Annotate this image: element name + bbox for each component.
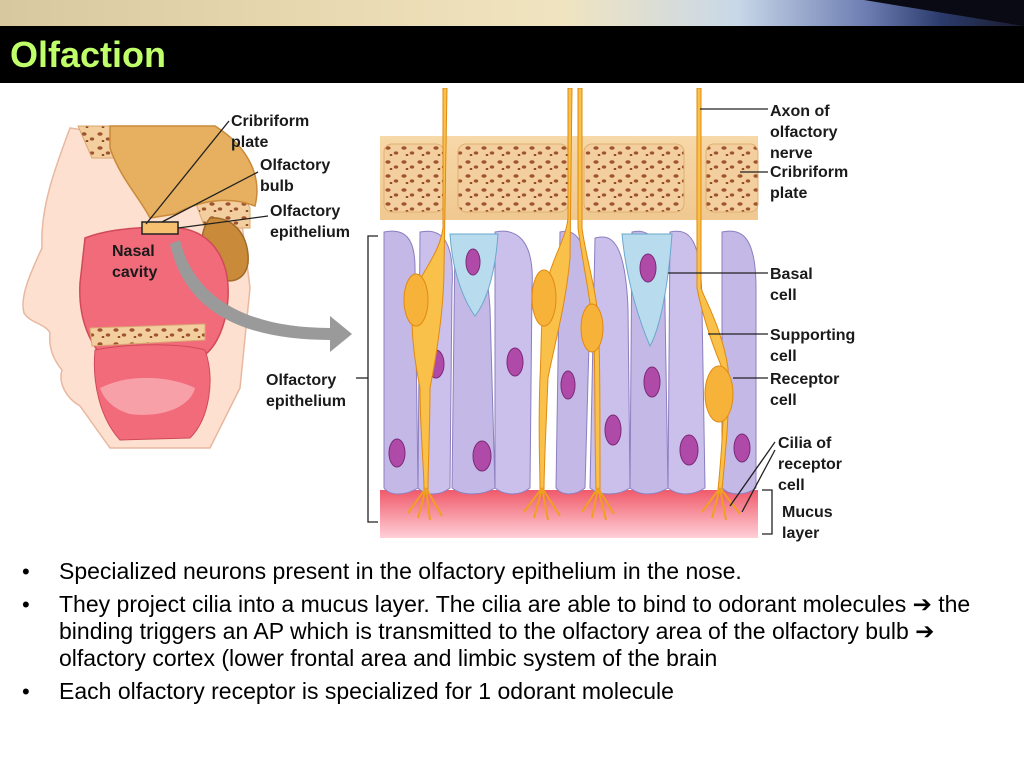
bullet-text: Specialized neurons present in the olfac… bbox=[59, 558, 742, 584]
bullet-glyph: • bbox=[22, 592, 30, 617]
brain-lobe bbox=[109, 125, 258, 219]
magnify-arrow bbox=[170, 240, 352, 352]
bullet-glyph: • bbox=[22, 679, 30, 704]
head-cross-section bbox=[22, 125, 352, 449]
mucus-layer-band bbox=[380, 490, 758, 538]
bullet-item: • They project cilia into a mucus layer. … bbox=[22, 591, 1012, 672]
bullet-glyph: • bbox=[22, 559, 30, 584]
title-bar bbox=[0, 26, 1024, 83]
decorative-header-strip bbox=[0, 0, 1024, 26]
epithelium-detail bbox=[380, 88, 759, 538]
bullet-item: • Specialized neurons present in the olfa… bbox=[22, 558, 1012, 585]
header-wedge bbox=[864, 0, 1024, 26]
epithelium-bracket bbox=[367, 235, 378, 523]
bullet-item: • Each olfactory receptor is specialized … bbox=[22, 678, 1012, 705]
bullet-text: Each olfactory receptor is specialized f… bbox=[59, 678, 674, 704]
palate-bone bbox=[89, 323, 206, 347]
mucus-bracket bbox=[762, 489, 773, 535]
tongue bbox=[100, 377, 195, 415]
olfactory-region-marker bbox=[141, 221, 179, 235]
bullet-list: • Specialized neurons present in the olfa… bbox=[22, 558, 1012, 711]
nuclei bbox=[388, 248, 751, 472]
cilia bbox=[407, 487, 741, 521]
bullet-text: They project cilia into a mucus layer. T… bbox=[59, 591, 971, 671]
slide-title: Olfaction bbox=[10, 34, 167, 75]
